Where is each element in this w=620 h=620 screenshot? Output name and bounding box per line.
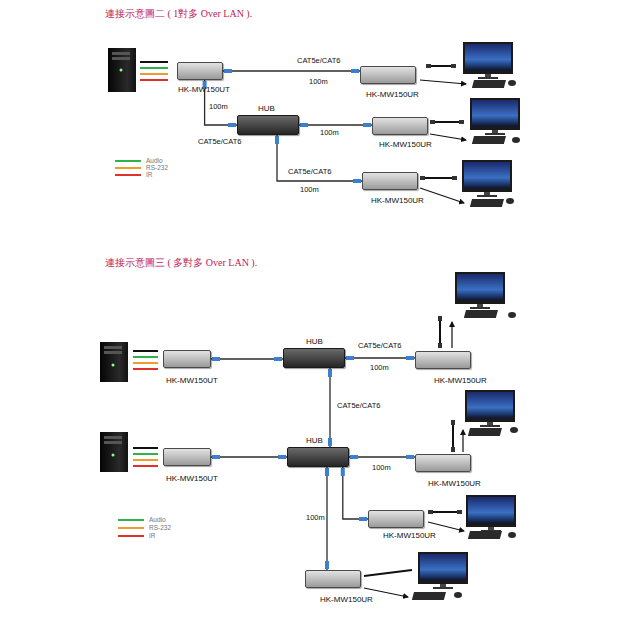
network-cable	[277, 135, 362, 181]
device-label: HK-MW150UR	[434, 376, 487, 386]
legend-swatch	[118, 535, 144, 537]
legend-text: Audio	[149, 515, 166, 525]
cable-label: CAT5e/CAT6	[358, 341, 401, 351]
rj45-plug	[228, 123, 236, 127]
diagram-title: 連接示意圖二 ( 1對多 Over LAN ).	[105, 9, 252, 19]
pc-tower	[108, 48, 136, 92]
extender-box: HK-MW150UR	[368, 510, 424, 528]
rj45-plug	[346, 356, 354, 360]
rj45-plug	[359, 517, 367, 521]
rj45-plug	[341, 468, 345, 476]
rj45-plug	[274, 357, 282, 361]
extender-box: HK-MW150UT	[177, 62, 223, 80]
rj45-plug	[278, 455, 286, 459]
monitor	[466, 495, 516, 532]
cable-length: 100m	[300, 185, 319, 195]
rj45-plug	[328, 438, 332, 446]
network-hub: HUB	[237, 115, 299, 135]
device-label: HK-MW150UR	[379, 140, 432, 150]
network-cable	[211, 456, 287, 457]
pc-tower	[100, 432, 128, 472]
rj45-plug	[351, 69, 359, 73]
device-label: HK-MW150UT	[166, 376, 218, 386]
legend-text: IR	[149, 531, 156, 541]
monitor	[465, 390, 515, 427]
rj45-plug	[212, 357, 220, 361]
rj45-plug	[300, 123, 308, 127]
rj45-plug	[212, 455, 220, 459]
network-cable	[345, 357, 415, 358]
legend-swatch	[115, 174, 141, 176]
device-label: HK-MW150UR	[428, 479, 481, 489]
device-label: HUB	[258, 104, 275, 114]
device-label: HUB	[306, 436, 323, 446]
rj45-plug	[363, 123, 371, 127]
device-label: HUB	[306, 337, 323, 347]
cable-label: 100m	[306, 513, 325, 523]
cable-length: 100m	[370, 363, 389, 373]
rj45-plug	[328, 369, 332, 377]
network-cable	[349, 456, 415, 457]
cable-length: 100m	[309, 77, 328, 87]
output-leads	[364, 66, 466, 597]
extender-box: HK-MW150UR	[372, 117, 428, 135]
network-cable	[329, 368, 330, 447]
monitor	[418, 552, 468, 589]
rj45-plug	[406, 455, 414, 459]
extender-box: HK-MW150UR	[415, 351, 471, 369]
rj45-plug	[275, 136, 279, 144]
rj45-plug	[350, 455, 358, 459]
legend-swatch	[115, 167, 141, 169]
monitor	[462, 160, 512, 197]
monitor	[455, 272, 505, 309]
network-cable	[343, 467, 368, 519]
extender-box: HK-MW150UR	[415, 454, 471, 472]
rj45-plug	[406, 356, 414, 360]
cable-label: CAT5e/CAT6	[288, 167, 331, 177]
cable-label: 100m	[372, 463, 391, 473]
device-label: HK-MW150UR	[383, 531, 436, 541]
device-label: HK-MW150UT	[166, 474, 218, 484]
legend-text: RS-232	[149, 523, 171, 533]
rj45-plug	[353, 179, 361, 183]
cable-label: 100m	[320, 128, 339, 138]
cable-label: CAT5e/CAT6	[337, 401, 380, 411]
device-label: HK-MW150UR	[320, 595, 373, 605]
network-hub: HUB	[283, 348, 345, 368]
pc-tower	[100, 342, 128, 382]
extender-box: HK-MW150UR	[305, 570, 361, 588]
device-label: HK-MW150UR	[366, 90, 419, 100]
monitor	[470, 98, 520, 135]
network-cable	[299, 124, 372, 125]
extender-box: HK-MW150UR	[360, 66, 416, 84]
rj45-plug	[224, 69, 232, 73]
extender-box: HK-MW150UR	[362, 172, 418, 190]
cable-label: CAT5e/CAT6	[198, 137, 241, 147]
network-cable	[211, 358, 283, 359]
cable-length: 100m	[209, 102, 228, 112]
cable-label: CAT5e/CAT6	[297, 56, 340, 66]
legend-swatch	[118, 519, 144, 521]
monitor	[463, 42, 513, 79]
extender-box: HK-MW150UT	[163, 448, 211, 466]
network-hub: HUB	[287, 447, 349, 467]
rj45-plug	[325, 468, 329, 476]
legend-text: IR	[146, 170, 153, 180]
extender-box: HK-MW150UT	[163, 350, 211, 368]
network-cable	[223, 70, 360, 71]
network-cable	[326, 467, 327, 570]
rj45-plug	[325, 561, 329, 569]
diagram-heading: 連接示意圖三 ( 多對多 Over LAN ).	[105, 258, 257, 268]
legend-swatch	[118, 527, 144, 529]
device-label: HK-MW150UR	[371, 196, 424, 206]
legend-swatch	[115, 160, 141, 162]
keyboard-mouse	[412, 80, 520, 600]
device-label: HK-MW150UT	[178, 85, 230, 95]
